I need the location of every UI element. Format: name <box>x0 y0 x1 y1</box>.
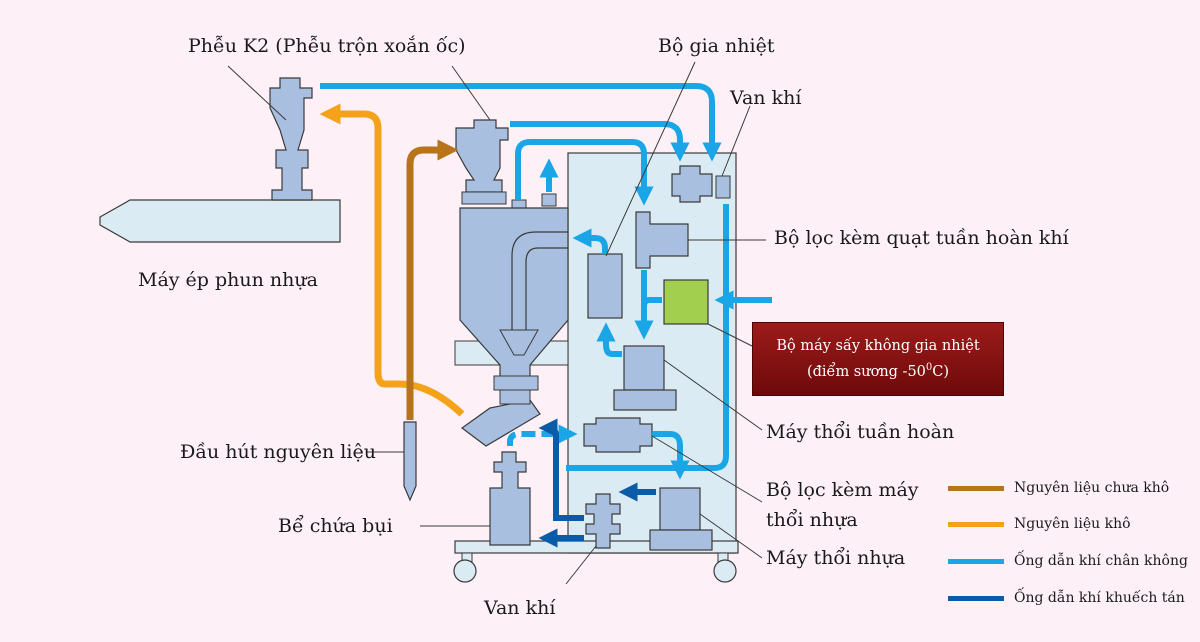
wheel-right <box>713 559 737 583</box>
hopper-flange <box>461 191 507 205</box>
label-heater: Bộ gia nhiệt <box>658 35 775 57</box>
suction-box-neck <box>499 389 531 405</box>
filter-to-plastic-blower <box>652 431 690 480</box>
filter-fan <box>635 211 689 269</box>
air-valve-top-cap <box>715 175 731 199</box>
label-plastic-blower: Máy thổi nhựa <box>766 547 906 569</box>
label-air-valve-bottom: Van khí <box>484 597 556 619</box>
legend-label-dried: Nguyên liệu khô <box>1014 516 1131 532</box>
material-suction-box <box>460 399 541 447</box>
hopper-k2 <box>269 77 313 201</box>
label-blower-filter-1: Bộ lọc kèm máy <box>766 479 919 501</box>
hopper-outlet-valve <box>493 375 539 391</box>
suction-box-to-filter <box>507 424 578 446</box>
leader-plastic-blower <box>699 513 763 559</box>
dryer-box-line2-suffix: C) <box>932 363 950 380</box>
vacuum-line-hopper <box>510 121 690 162</box>
legend-item-vacuum: Ống dẫn khí chân không <box>948 551 1188 571</box>
blower-to-heater-line <box>596 322 622 357</box>
dryer-box-line2-sup: 0 <box>925 362 933 374</box>
legend-label-vacuum: Ống dẫn khí chân không <box>1014 553 1188 569</box>
receiver-hopper <box>455 119 509 193</box>
legend-label-diffusion: Ống dẫn khí khuếch tán <box>1014 590 1185 606</box>
air-valve-bottom <box>585 493 621 549</box>
plastic-blower <box>659 487 701 531</box>
dryer-box-line1: Bộ máy sấy không gia nhiệt <box>776 338 980 355</box>
wheel-left <box>453 559 477 583</box>
dry-material-line <box>319 103 465 417</box>
legend-label-undried: Nguyên liệu chưa khô <box>1014 480 1170 496</box>
dryer-box-line2-prefix: (điểm sương -50 <box>806 363 926 380</box>
legend-swatch-undried <box>948 485 1004 491</box>
leader-air-valve-bottom <box>565 545 597 585</box>
vacuum-return-line <box>566 204 729 471</box>
legend-item-undried: Nguyên liệu chưa khô <box>948 478 1169 498</box>
desiccant-unit <box>663 279 709 325</box>
leader-circulation-blower <box>663 359 763 431</box>
heater-to-hopper-line <box>572 228 608 254</box>
label-filter-fan: Bộ lọc kèm quạt tuần hoàn khí <box>774 227 1069 249</box>
leader-air-valve-top <box>721 105 751 177</box>
hopper-internal-duct <box>511 231 568 330</box>
legend-item-dried: Nguyên liệu khô <box>948 514 1131 534</box>
legend-item-diffusion: Ống dẫn khí khuếch tán <box>948 588 1185 608</box>
legend-swatch-dried <box>948 521 1004 527</box>
label-blower-filter-2: thổi nhựa <box>766 509 858 531</box>
label-molding-machine: Máy ép phun nhựa <box>138 269 318 291</box>
circulation-blower <box>623 345 665 391</box>
leader-receiver-hopper <box>451 65 491 121</box>
desiccant-bypass-line <box>641 297 662 307</box>
plastic-blower-base <box>649 529 713 551</box>
injection-molding-machine <box>99 199 341 243</box>
vacuum-line-hopper-top <box>515 139 654 206</box>
label-air-valve-top: Van khí <box>730 87 802 109</box>
vacuum-line-top <box>320 83 722 162</box>
label-circulation-blower: Máy thổi tuần hoàn <box>766 421 955 443</box>
dryer-box-line2: (điểm sương -500C) <box>753 357 1003 383</box>
leader-dryer <box>707 323 753 347</box>
leader-blower-filter <box>651 435 763 503</box>
suction-nozzle-lance <box>403 421 417 502</box>
blower-filter <box>583 417 653 453</box>
leader-heater <box>605 61 696 257</box>
label-hopper-k2: Phễu K2 (Phễu trộn xoắn ốc) <box>188 35 466 57</box>
dryer-unit-label-box: Bộ máy sấy không gia nhiệt (điểm sương -… <box>752 322 1004 396</box>
heater <box>587 253 623 319</box>
label-dust-tank: Bể chứa bụi <box>278 515 393 537</box>
legend-swatch-vacuum <box>948 558 1004 564</box>
diffusion-line-valve <box>538 418 584 521</box>
dust-tank <box>489 451 531 546</box>
legend-swatch-diffusion <box>948 595 1004 601</box>
label-suction-nozzle: Đầu hút nguyên liệu <box>180 441 376 463</box>
leader-hopper-k2 <box>227 65 287 121</box>
circulation-blower-base <box>613 389 677 411</box>
undried-material-line <box>406 139 459 420</box>
hopper-diffuser-cone <box>499 329 539 356</box>
hopper-vent-port <box>541 193 557 207</box>
air-valve-top <box>671 165 713 203</box>
